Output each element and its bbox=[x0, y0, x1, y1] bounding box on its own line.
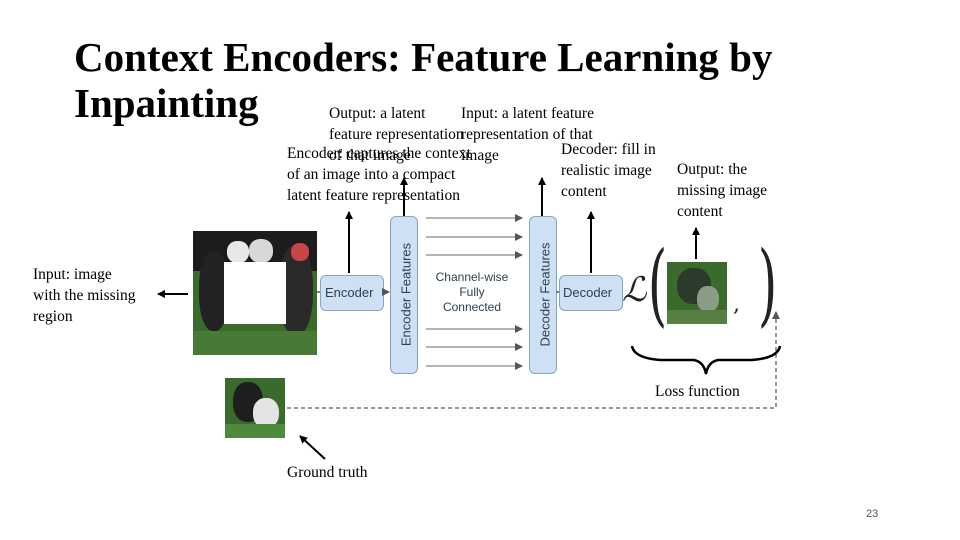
loss-brace bbox=[630, 345, 782, 375]
input-latent-annotation: Input: a latent feature representation o… bbox=[461, 105, 594, 164]
player-figure bbox=[227, 241, 249, 263]
missing-region bbox=[224, 262, 286, 324]
input-masked-image bbox=[193, 231, 317, 355]
output-missing-image bbox=[667, 262, 727, 324]
loss-function-label: Loss function bbox=[655, 383, 740, 400]
decoder-features-bar: Decoder Features bbox=[529, 216, 557, 374]
player-figure bbox=[697, 286, 719, 312]
page-number: 23 bbox=[866, 508, 879, 520]
slide-title-line2: Inpainting bbox=[74, 80, 259, 126]
player-figure bbox=[253, 398, 279, 428]
decoder-label: Decoder bbox=[563, 285, 613, 300]
loss-symbol: ℒ bbox=[622, 270, 647, 310]
output-latent-annotation: Output: a latent feature representation … bbox=[329, 105, 464, 164]
channel-wise-fc-label: Channel-wise Fully Connected bbox=[435, 270, 509, 314]
encoder-description: Encoder: captures the context of an imag… bbox=[287, 145, 471, 204]
left-parenthesis: ( bbox=[647, 232, 668, 337]
right-parenthesis: ) bbox=[757, 232, 778, 337]
encoder-features-bar: Encoder Features bbox=[390, 216, 418, 374]
player-figure bbox=[291, 243, 309, 261]
ground-truth-label: Ground truth bbox=[287, 464, 368, 481]
slide-title-line1: Context Encoders: Feature Learning by bbox=[74, 34, 773, 80]
arrow-to-ground-truth bbox=[299, 435, 326, 460]
input-image-annotation: Input: image with the missing region bbox=[33, 266, 136, 325]
slide-title: Context Encoders: Feature Learning by In… bbox=[74, 34, 772, 126]
output-missing-annotation: Output: the missing image content bbox=[677, 161, 767, 220]
encoder-block: Encoder bbox=[320, 275, 384, 311]
ground-truth-dashed-path bbox=[287, 311, 780, 409]
decoder-description: Decoder: fill in realistic image content bbox=[561, 141, 656, 200]
player-figure bbox=[249, 239, 273, 263]
decoder-block: Decoder bbox=[559, 275, 623, 311]
comma-separator: , bbox=[733, 292, 740, 317]
ground-truth-image bbox=[225, 378, 285, 438]
fully-connected-arrows bbox=[426, 214, 523, 370]
encoder-label: Encoder bbox=[325, 285, 374, 300]
